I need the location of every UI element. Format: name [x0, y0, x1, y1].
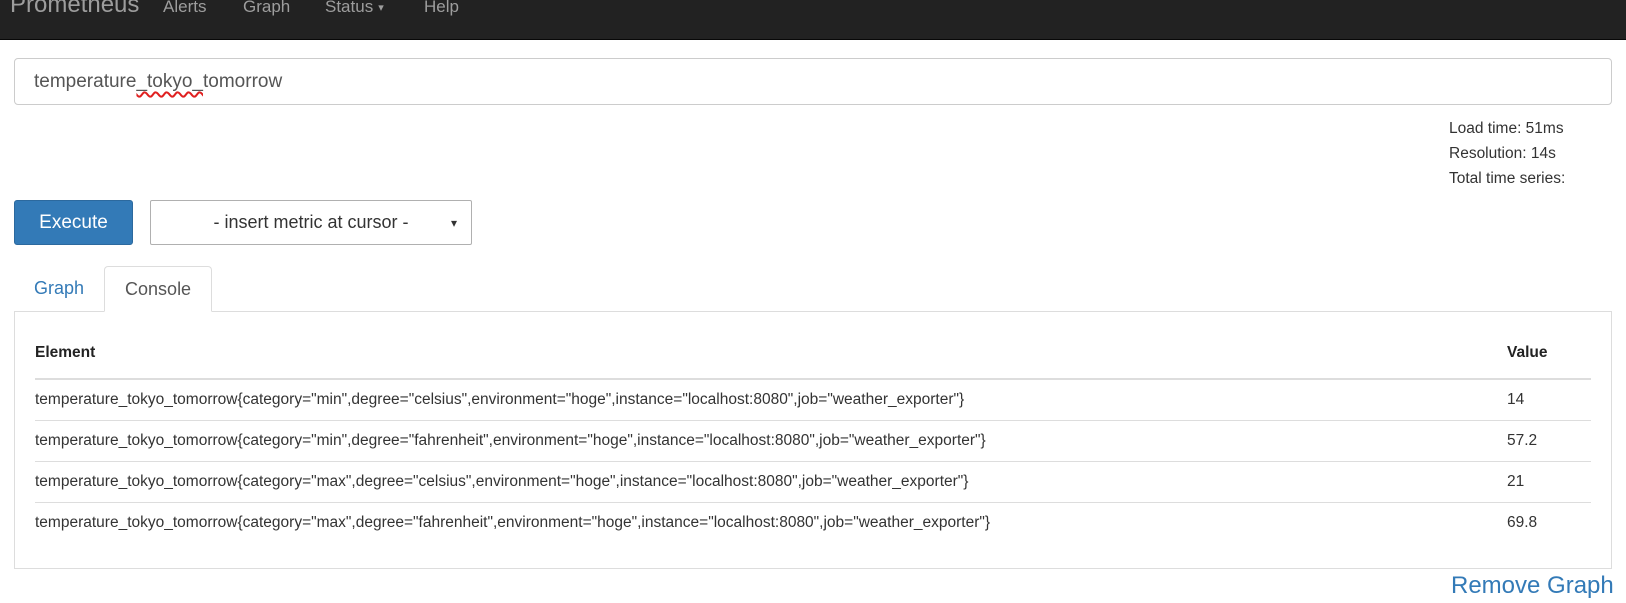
expression-input[interactable]: temperature_tokyo_tomorrow [14, 58, 1612, 105]
value-column-header: Value [1507, 332, 1591, 380]
metric-value: 21 [1507, 461, 1591, 503]
console-panel: Element Value temperature_tokyo_tomorrow… [14, 312, 1612, 569]
metric-label: temperature_tokyo_tomorrow{category="max… [35, 502, 1507, 543]
table-row: temperature_tokyo_tomorrow{category="max… [35, 502, 1591, 543]
tab-graph[interactable]: Graph [34, 278, 85, 298]
nav-item-help[interactable]: Help [424, 0, 459, 16]
query-text-after: tomorrow [203, 71, 283, 92]
execute-button[interactable]: Execute [14, 200, 133, 245]
metric-value: 14 [1507, 391, 1525, 408]
insert-metric-dropdown-label: - insert metric at cursor - [213, 212, 409, 232]
top-navbar: Prometheus Alerts Graph Status ▾ Help [0, 0, 1626, 40]
nav-item-graph[interactable]: Graph [243, 0, 291, 16]
metric-value: 69.8 [1507, 502, 1591, 543]
insert-metric-dropdown[interactable]: - insert metric at cursor - ▾ [150, 200, 472, 245]
evaluation-stats: Load time: 51ms Resolution: 14s Total ti… [1449, 116, 1565, 191]
table-header-row: Element Value [35, 332, 1591, 380]
remove-graph-link[interactable]: Remove Graph [1451, 572, 1614, 599]
caret-down-icon: ▾ [378, 2, 384, 14]
tab-bar: Graph Console [14, 266, 1612, 312]
table-row: temperature_tokyo_tomorrow{category="min… [35, 420, 1591, 462]
resolution-text: Resolution: 14s [1449, 145, 1556, 162]
metric-label: temperature_tokyo_tomorrow{category="min… [35, 420, 1507, 462]
metric-label: temperature_tokyo_tomorrow{category="min… [35, 391, 965, 408]
select-caret-icon: ▾ [450, 216, 457, 230]
nav-item-status[interactable]: Status ▾ [325, 0, 384, 19]
nav-item-alerts[interactable]: Alerts [163, 0, 207, 16]
metric-label: temperature_tokyo_tomorrow{category="max… [35, 461, 1507, 503]
tab-console[interactable]: Console [104, 266, 213, 312]
execute-row: Execute - insert metric at cursor - ▾ [14, 200, 1612, 245]
query-text-misspelled: _tokyo_ [136, 71, 203, 92]
query-text-before: temperature [34, 71, 137, 92]
main-content: temperature_tokyo_tomorrow Execute - ins… [0, 58, 1626, 569]
load-time-text: Load time: 51ms [1449, 120, 1564, 137]
nav-item-status-label: Status [325, 0, 374, 16]
table-row: temperature_tokyo_tomorrow{category="max… [35, 461, 1591, 503]
metric-value: 57.2 [1507, 420, 1591, 462]
prometheus-brand-link[interactable]: Prometheus [10, 0, 140, 18]
element-column-header: Element [35, 332, 1507, 380]
total-time-series-text: Total time series: [1449, 170, 1566, 187]
console-table: Element Value temperature_tokyo_tomorrow… [35, 332, 1591, 543]
table-row: temperature_tokyo_tomorrow{category="min… [35, 379, 1591, 421]
